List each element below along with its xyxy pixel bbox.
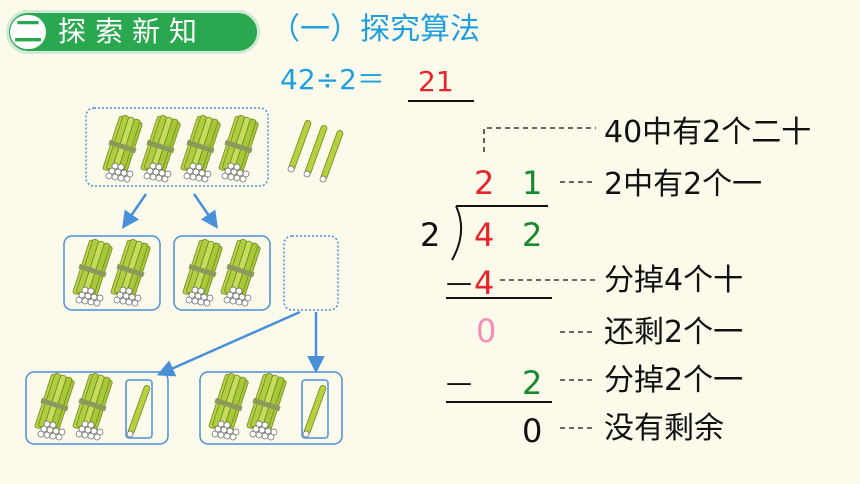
annotation-no-remainder: 没有剩余 (604, 411, 724, 446)
annotation-divide-4-tens: 分掉4个十 (604, 263, 744, 298)
top-sticks-box (85, 107, 269, 187)
step2-subtract-value: 2 (522, 364, 543, 402)
quotient-ones-digit: 1 (522, 164, 543, 202)
middle-box-right (173, 235, 271, 311)
bottom-box-left (25, 371, 169, 445)
divisor-digit: 2 (420, 216, 441, 254)
annotation-40-has-2-twenties: 40中有2个二十 (604, 115, 812, 150)
middle-box-left (63, 235, 161, 311)
remainder-after-step1: 0 (476, 312, 497, 350)
dividend-tens-digit: 4 (474, 216, 495, 254)
section-number-badge: 二 (10, 15, 46, 49)
annotation-divide-2-ones: 分掉2个一 (604, 363, 744, 398)
section-title: 探索新知 (58, 15, 207, 48)
step2-minus-sign: — (446, 368, 472, 398)
division-equation: 42÷2＝ (280, 63, 385, 96)
step1-subtract-value: 4 (474, 264, 495, 302)
equation-answer: 21 (418, 65, 454, 98)
final-remainder: 0 (522, 412, 543, 450)
lesson-subtitle: （一）探究算法 (270, 12, 480, 47)
section-header-pill (6, 10, 260, 54)
quotient-tens-digit: 2 (474, 164, 495, 202)
middle-box-empty (283, 235, 339, 311)
annotation-2-ones-left: 还剩2个一 (604, 315, 744, 350)
dividend-ones-digit: 2 (522, 216, 543, 254)
bottom-box-right (199, 371, 343, 445)
step1-minus-sign: — (446, 268, 472, 298)
annotation-2-has-2-ones: 2中有2个一 (604, 167, 763, 202)
